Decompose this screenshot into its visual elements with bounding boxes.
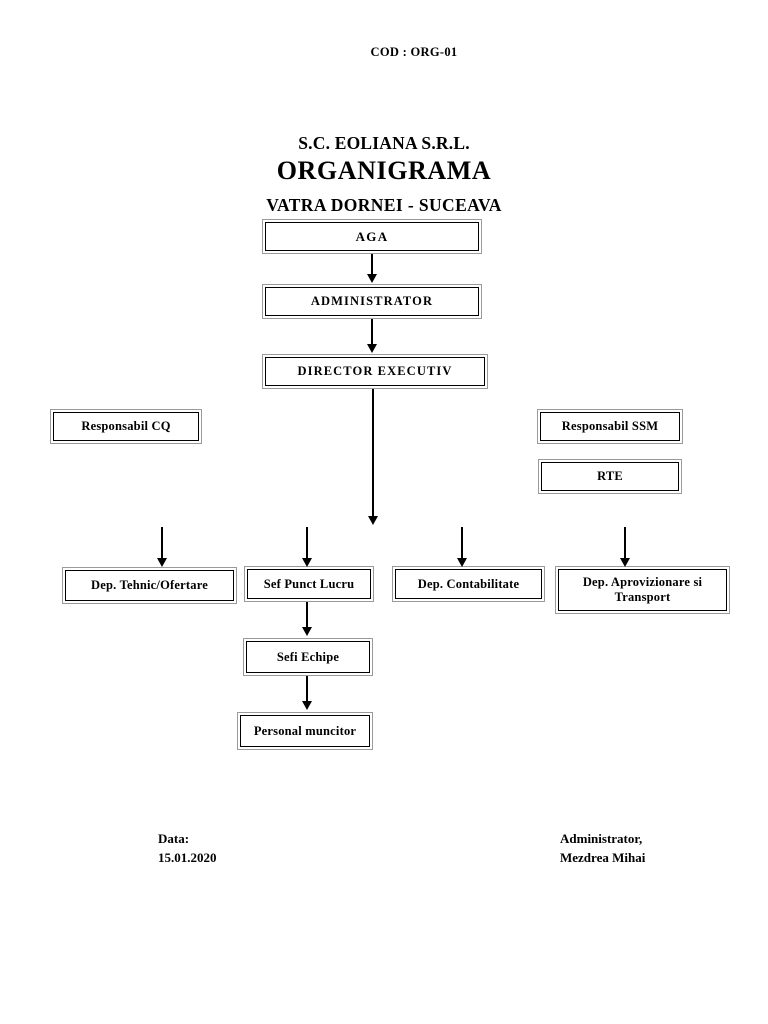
org-node-administrator: ADMINISTRATOR <box>262 284 482 319</box>
org-node-personal-muncitor-label: Personal muncitor <box>253 723 357 738</box>
org-node-aga-label: AGA <box>355 228 389 244</box>
connector-sefi-echipe-personal <box>306 676 308 702</box>
arrowhead-dep-contabilitate <box>457 558 467 567</box>
connector-sef-punct-sefi-echipe <box>306 602 308 628</box>
org-node-dep-tehnic-ofertare: Dep. Tehnic/Ofertare <box>62 567 237 604</box>
org-node-responsabil-ssm-frame: Responsabil SSM <box>540 412 680 441</box>
org-node-director-executiv-frame: DIRECTOR EXECUTIV <box>265 357 485 386</box>
org-node-personal-muncitor: Personal muncitor <box>237 712 373 750</box>
company-header: S.C. EOLIANA S.R.L. VATRA DORNEI - SUCEA… <box>0 92 768 257</box>
org-node-administrator-frame: ADMINISTRATOR <box>265 287 479 316</box>
org-node-personal-muncitor-frame: Personal muncitor <box>240 715 370 747</box>
org-node-responsabil-ssm-label: Responsabil SSM <box>561 419 659 434</box>
org-node-dep-aprovizionare-transport: Dep. Aprovizionare si Transport <box>555 566 730 614</box>
org-node-aga-frame: AGA <box>265 222 479 251</box>
org-node-aga: AGA <box>262 219 482 254</box>
document-code: COD : ORG-01 <box>370 45 458 59</box>
org-node-sefi-echipe-label: Sefi Echipe <box>276 649 340 664</box>
org-node-responsabil-cq-label: Responsabil CQ <box>81 419 171 434</box>
org-node-dep-tehnic-ofertare-label: Dep. Tehnic/Ofertare <box>91 578 208 593</box>
org-node-rte: RTE <box>538 459 682 494</box>
arrowhead-sef-punct-lucru <box>302 558 312 567</box>
org-node-dep-contabilitate-label: Dep. Contabilitate <box>417 576 520 591</box>
arrowhead-dep-tehnic <box>157 558 167 567</box>
org-node-sef-punct-lucru-frame: Sef Punct Lucru <box>247 569 371 599</box>
org-node-dep-contabilitate-frame: Dep. Contabilitate <box>395 569 542 599</box>
org-node-dep-aprovizionare-transport-frame: Dep. Aprovizionare si Transport <box>558 569 727 611</box>
org-node-dep-tehnic-ofertare-frame: Dep. Tehnic/Ofertare <box>65 570 234 601</box>
company-name: S.C. EOLIANA S.R.L. <box>298 133 470 154</box>
org-node-responsabil-cq-frame: Responsabil CQ <box>53 412 199 441</box>
arrowhead-personal-muncitor <box>302 701 312 710</box>
arrowhead-director-executiv <box>367 344 377 353</box>
org-node-director-executiv-label: DIRECTOR EXECUTIV <box>297 364 453 379</box>
connector-drop-dep-aprovizionare <box>624 527 626 559</box>
footer-date: Data: 15.01.2020 <box>158 831 217 865</box>
connector-director-departments <box>372 389 374 517</box>
connector-drop-sef-punct-lucru <box>306 527 308 559</box>
footer-signature: Administrator, Mezdrea Mihai <box>560 831 646 865</box>
connector-aga-administrator <box>371 254 373 275</box>
connector-drop-dep-tehnic <box>161 527 163 559</box>
org-node-dep-contabilitate: Dep. Contabilitate <box>392 566 545 602</box>
org-node-dep-aprovizionare-transport-label: Dep. Aprovizionare si Transport <box>582 575 703 604</box>
connector-drop-dep-contabilitate <box>461 527 463 559</box>
arrowhead-administrator <box>367 274 377 283</box>
org-node-sefi-echipe: Sefi Echipe <box>243 638 373 676</box>
org-node-sef-punct-lucru-label: Sef Punct Lucru <box>263 576 355 591</box>
org-node-responsabil-ssm: Responsabil SSM <box>537 409 683 444</box>
org-node-sef-punct-lucru: Sef Punct Lucru <box>244 566 374 602</box>
org-node-rte-label: RTE <box>597 469 623 484</box>
arrowhead-dep-aprovizionare <box>620 558 630 567</box>
org-node-sefi-echipe-frame: Sefi Echipe <box>246 641 370 673</box>
org-node-director-executiv: DIRECTOR EXECUTIV <box>262 354 488 389</box>
org-node-rte-frame: RTE <box>541 462 679 491</box>
org-node-administrator-label: ADMINISTRATOR <box>310 294 434 309</box>
org-node-responsabil-cq: Responsabil CQ <box>50 409 202 444</box>
arrowhead-departments-trunk <box>368 516 378 525</box>
arrowhead-sefi-echipe <box>302 627 312 636</box>
connector-administrator-director <box>371 319 373 345</box>
page-title: ORGANIGRAMA <box>276 156 492 185</box>
company-location: VATRA DORNEI - SUCEAVA <box>266 195 502 216</box>
